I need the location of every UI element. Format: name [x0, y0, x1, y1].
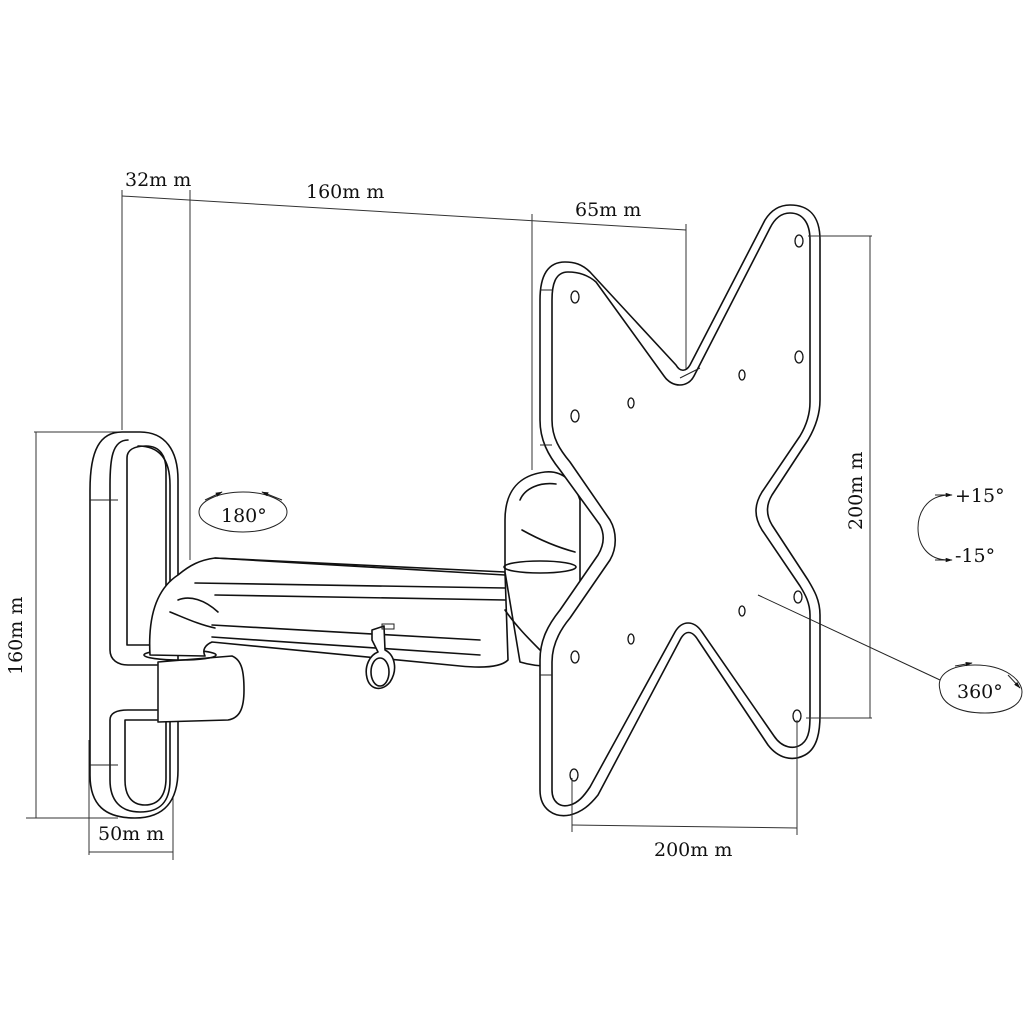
- vesa-plate: [539, 204, 821, 817]
- cable-clip: [365, 623, 396, 690]
- mount-hole: [738, 605, 746, 617]
- dim-bracket-depth: 65m m: [575, 199, 641, 221]
- right-dimension-lines: [806, 235, 872, 719]
- mount-hole: [570, 650, 580, 664]
- left-dimension-lines: [26, 431, 122, 819]
- mount-hole: [570, 409, 580, 423]
- wall-pivot-cylinder: [143, 649, 245, 723]
- tilt-up-label: +15°: [955, 485, 1005, 507]
- mount-hole: [793, 590, 803, 604]
- mount-hole: [627, 397, 635, 409]
- swivel-angle-label: 180°: [221, 505, 267, 527]
- dim-vesa-vertical: 200m m: [845, 452, 867, 530]
- tilt-indicator: [917, 492, 953, 563]
- mount-hole: [794, 350, 804, 364]
- mount-hole: [627, 633, 635, 645]
- swivel-indicator: [198, 491, 288, 533]
- mount-hole: [570, 290, 580, 304]
- dim-wall-plate-width: 50m m: [98, 823, 164, 845]
- dim-arm-length: 160m m: [306, 181, 384, 203]
- dim-wall-plate-offset: 32m m: [125, 169, 191, 191]
- mount-hole: [738, 369, 746, 381]
- dim-vesa-horizontal: 200m m: [654, 839, 732, 861]
- dim-wall-plate-height: 160m m: [5, 597, 27, 675]
- mount-hole: [569, 768, 579, 782]
- swing-arm: [148, 471, 581, 668]
- mount-hole: [794, 234, 804, 248]
- rotate-angle-label: 360°: [957, 681, 1003, 703]
- wall-plate: [89, 431, 179, 819]
- rotate-indicator: [757, 594, 1023, 714]
- tilt-down-label: -15°: [955, 545, 995, 567]
- bottom-dimension-lines: [571, 720, 798, 835]
- top-dimension-lines: [121, 190, 687, 560]
